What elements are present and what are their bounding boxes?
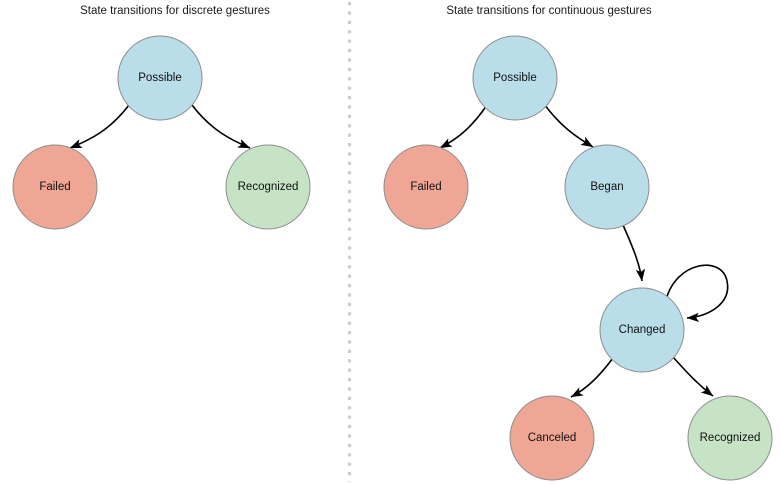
node-canceled-circle[interactable]: [509, 395, 595, 481]
edge-possible-to-failed: [69, 104, 130, 149]
node-failed-continuous-circle[interactable]: [383, 144, 469, 230]
edge-changed-to-canceled: [570, 357, 614, 398]
edge-possible-to-failed-continuous: [439, 104, 488, 149]
node-canceled[interactable]: Canceled: [509, 395, 595, 481]
node-possible-continuous-label: Possible: [493, 72, 536, 84]
edge-changed-to-recognized: [672, 356, 714, 397]
node-recognized[interactable]: Recognized: [225, 144, 311, 230]
node-failed-continuous-label: Failed: [410, 181, 441, 193]
node-changed-label: Changed: [619, 324, 666, 336]
node-possible[interactable]: Possible: [117, 35, 203, 121]
node-failed-label: Failed: [39, 181, 70, 193]
node-recognized-label: Recognized: [238, 181, 299, 193]
edge-possible-to-recognized: [191, 104, 251, 149]
node-possible-circle[interactable]: [117, 35, 203, 121]
node-changed[interactable]: Changed: [599, 287, 685, 373]
panel-title-discrete: State transitions for discrete gestures: [80, 5, 270, 17]
node-changed-circle[interactable]: [599, 287, 685, 373]
node-possible-continuous[interactable]: Possible: [472, 35, 558, 121]
edge-possible-to-began: [543, 103, 594, 148]
node-began-circle[interactable]: [564, 144, 650, 230]
node-canceled-label: Canceled: [528, 432, 577, 444]
node-failed[interactable]: Failed: [12, 144, 98, 230]
edge-began-to-changed: [622, 224, 646, 282]
node-began[interactable]: Began: [564, 144, 650, 230]
node-recognized-continuous-circle[interactable]: [687, 395, 773, 481]
panel-title-continuous: State transitions for continuous gesture…: [446, 5, 651, 17]
panel-continuous: Possible Failed Began Changed Canceled R…: [383, 35, 773, 481]
panel-discrete: Possible Failed Recognized: [12, 35, 311, 230]
node-failed-circle[interactable]: [12, 144, 98, 230]
node-failed-continuous[interactable]: Failed: [383, 144, 469, 230]
node-recognized-continuous[interactable]: Recognized: [687, 395, 773, 481]
node-possible-label: Possible: [138, 72, 181, 84]
node-recognized-circle[interactable]: [225, 144, 311, 230]
node-recognized-continuous-label: Recognized: [700, 432, 761, 444]
edge-changed-self-loop: [665, 264, 729, 323]
node-began-label: Began: [590, 181, 623, 193]
node-possible-continuous-circle[interactable]: [472, 35, 558, 121]
